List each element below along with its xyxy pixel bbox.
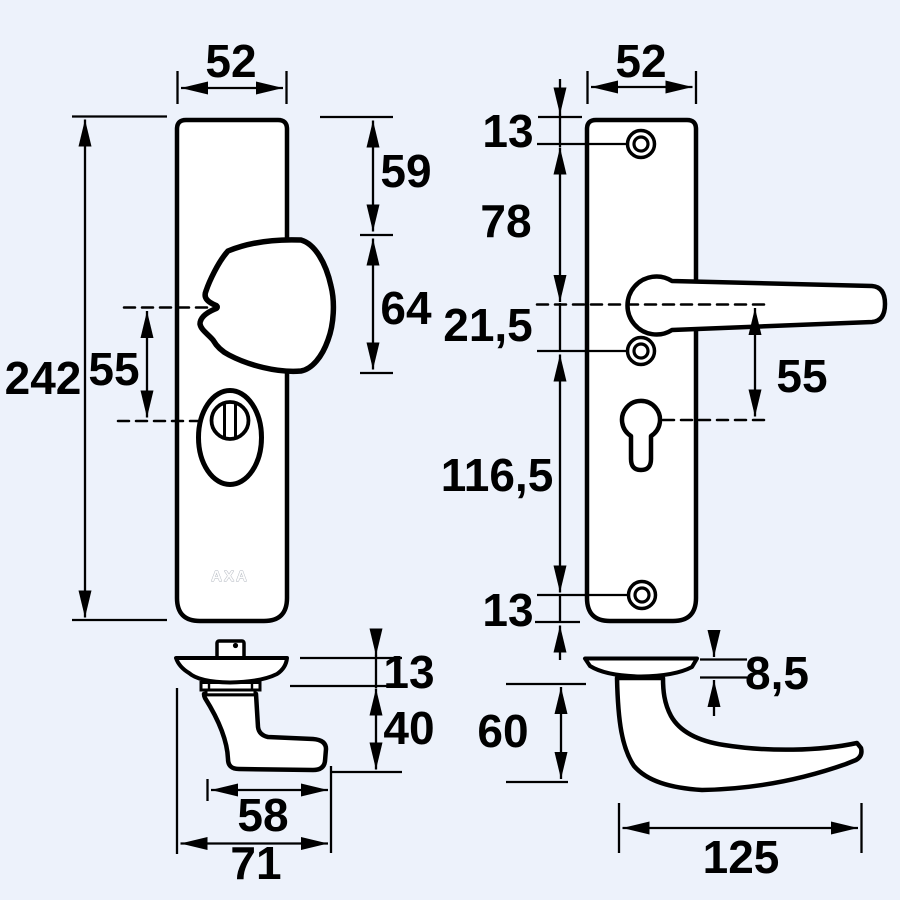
dim-label-left-width: 52 [205,35,256,87]
lever-backplate-outline [584,117,699,624]
front-view-lever-plate [535,117,888,624]
brand-logo: AXA [211,568,249,585]
screw-outer [625,128,657,160]
knob-rose-side [174,656,289,685]
dim-label-screw-to-screw: 116,5 [441,449,554,501]
screw-inner [632,135,650,153]
dim-label-right-width: 52 [615,35,666,87]
dim-label-left-height: 242 [5,352,82,404]
screw-middle [625,335,657,367]
screw-bottom [626,579,658,611]
dim-label-handle-height: 60 [477,705,528,757]
knob-side-outline [201,691,329,773]
dimension-labels: 52 242 59 64 55 52 13 78 21,5 55 116,5 1… [5,35,828,889]
dim-label-handle-to-cylinder: 55 [776,350,827,402]
dim-label-rose-depth: 8,5 [745,647,809,699]
dim-label-top-to-knob: 59 [380,145,431,197]
dim-label-knob-projection: 40 [383,702,434,754]
lever-side-outline [614,675,864,793]
lever-rose-side [583,656,699,679]
screw-inner [633,586,651,604]
knob-spindle-pin [232,642,239,649]
dimensions-right-side [506,630,863,853]
screw-top [625,128,657,160]
front-view-knob-plate: AXA [116,117,337,624]
knob-front-outline [197,237,337,375]
screw-outer [625,335,657,367]
dim-label-screw-to-handle: 78 [480,195,531,247]
screw-outer [626,579,658,611]
dim-label-screw-to-bottom: 13 [482,584,533,636]
dim-label-handle-length: 125 [703,831,780,883]
euro-cylinder-keyhole [619,398,663,473]
dim-label-knob-width: 58 [237,789,288,841]
dim-label-knob-height: 64 [380,282,432,334]
screw-inner [632,342,650,360]
dim-label-plate-depth: 13 [383,646,434,698]
dimensions-left-front [72,71,393,622]
dim-label-total-projection: 71 [230,837,281,889]
dim-label-top-to-screw: 13 [482,105,533,157]
dim-label-knob-to-cylinder: 55 [88,343,139,395]
side-view-knob [174,639,329,773]
dim-label-handle-to-screw: 21,5 [443,299,533,351]
side-view-lever [583,656,864,793]
dimensions-left-side [175,628,402,854]
knob-neck-ring [204,688,257,697]
dimensions-right-front [535,71,762,660]
cylinder-core-circle [209,400,251,441]
